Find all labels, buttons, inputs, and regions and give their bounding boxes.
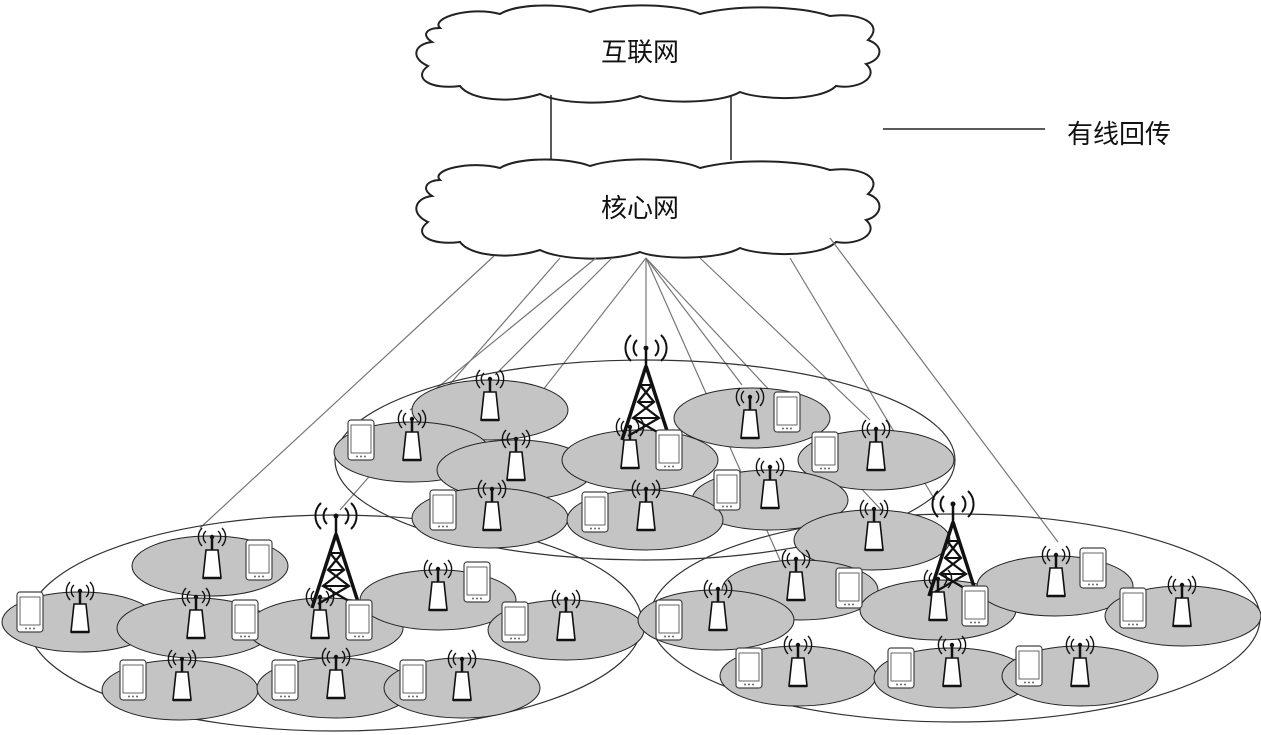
- internet-label: 互联网: [601, 38, 680, 68]
- core-network-cloud-icon: [415, 158, 881, 260]
- internet-cloud-icon: [415, 4, 881, 104]
- core-network-label: 核心网: [601, 194, 680, 224]
- macro-tower-left-icon: [310, 501, 362, 610]
- macro-tower-top-icon: [620, 333, 672, 442]
- legend-wired-backhaul-label: 有线回传: [1067, 120, 1172, 150]
